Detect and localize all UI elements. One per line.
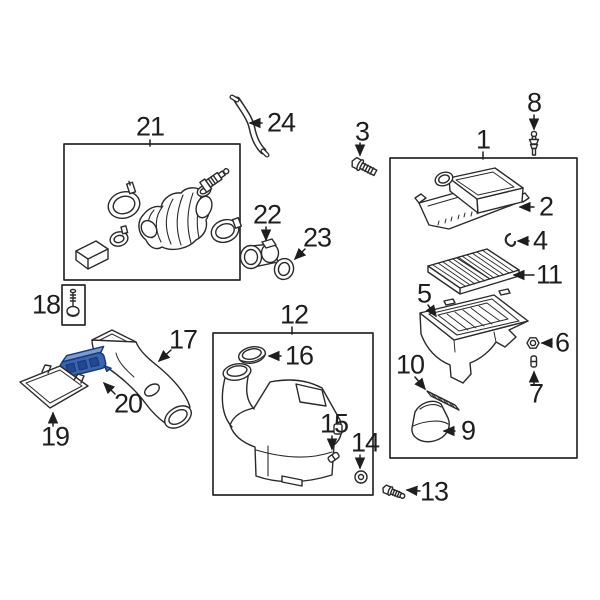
part-5-drawing (419, 288, 529, 384)
part-label-14[interactable]: 14 (350, 427, 380, 458)
part-13-drawing (382, 484, 406, 499)
part-label-21[interactable]: 21 (135, 111, 165, 142)
part-3-drawing (351, 156, 378, 177)
part-18-drawing (66, 288, 80, 317)
part-label-2[interactable]: 2 (538, 191, 554, 222)
part-12-drawing (221, 363, 343, 487)
part-label-7[interactable]: 7 (528, 378, 544, 409)
part-21-drawing (75, 168, 243, 270)
leader-lines (47, 114, 553, 497)
group-box-12 (212, 332, 374, 496)
part-label-13[interactable]: 13 (419, 476, 449, 507)
part-16-drawing (237, 345, 267, 365)
part-17-drawing (91, 329, 192, 429)
part-label-17[interactable]: 17 (168, 324, 198, 355)
part-8-drawing (528, 130, 540, 156)
part-label-18[interactable]: 18 (31, 289, 61, 320)
part-label-8[interactable]: 8 (526, 87, 542, 118)
part-label-4[interactable]: 4 (532, 225, 548, 256)
part-label-9[interactable]: 9 (460, 415, 476, 446)
part-label-20[interactable]: 20 (113, 388, 143, 419)
part-label-5[interactable]: 5 (416, 278, 432, 309)
part-label-19[interactable]: 19 (40, 421, 70, 452)
part-2-drawing (414, 167, 530, 230)
group-box-18 (61, 284, 86, 326)
line-art-root (19, 94, 578, 499)
part-20-highlighted-drawing[interactable] (54, 345, 112, 383)
part-label-10[interactable]: 10 (395, 349, 425, 380)
part-23-drawing (273, 257, 295, 281)
group-box-21 (63, 143, 241, 281)
part-19-drawing (19, 364, 89, 409)
part-label-11[interactable]: 11 (535, 259, 563, 290)
part-label-23[interactable]: 23 (302, 222, 332, 253)
part-label-12[interactable]: 12 (279, 299, 309, 330)
part-label-1[interactable]: 1 (475, 124, 491, 155)
part-label-16[interactable]: 16 (284, 340, 314, 371)
part-7-drawing (530, 355, 538, 368)
part-4-drawing (504, 232, 517, 247)
part-10-drawing (426, 390, 460, 411)
part-24-drawing (229, 94, 270, 158)
part-22-drawing (239, 238, 280, 270)
part-6-drawing (526, 337, 540, 349)
part-11-drawing (427, 248, 520, 295)
part-9-drawing (411, 400, 450, 443)
part-label-3[interactable]: 3 (354, 116, 370, 147)
part-label-6[interactable]: 6 (554, 327, 570, 358)
part-label-15[interactable]: 15 (319, 408, 349, 439)
part-14-drawing (354, 470, 368, 484)
part-label-24[interactable]: 24 (266, 107, 296, 138)
part-label-22[interactable]: 22 (252, 199, 282, 230)
part-15-drawing (327, 451, 340, 463)
